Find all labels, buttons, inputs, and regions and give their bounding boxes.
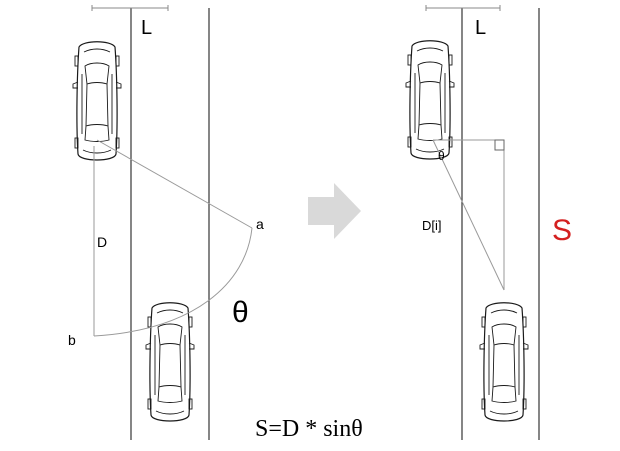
transition-arrow xyxy=(308,183,361,239)
offset-S-label: S xyxy=(552,214,572,247)
right-angle-marker xyxy=(494,139,505,151)
right-front-car xyxy=(405,40,455,160)
distance-Di-label: D[i] xyxy=(422,218,442,233)
distance-a-line xyxy=(96,139,253,229)
rotation-arc xyxy=(93,227,253,337)
formula-text: S=D * sinθ xyxy=(255,416,363,442)
point-a-label: a xyxy=(256,216,264,232)
distance-Di-line xyxy=(432,139,505,291)
right-angle-label: θ xyxy=(438,149,445,163)
left-rear-car xyxy=(145,302,195,422)
point-b-label: b xyxy=(68,332,76,348)
left-angle-label: θ xyxy=(232,296,249,329)
left-front-car xyxy=(72,41,122,161)
left-lane-label: L xyxy=(141,17,152,39)
right-panel: L θ D[i] S xyxy=(405,5,572,440)
left-panel: L a b D θ xyxy=(68,5,264,440)
distance-D-label: D xyxy=(97,234,107,250)
right-rear-car xyxy=(479,302,529,422)
right-lane-label: L xyxy=(475,17,486,39)
